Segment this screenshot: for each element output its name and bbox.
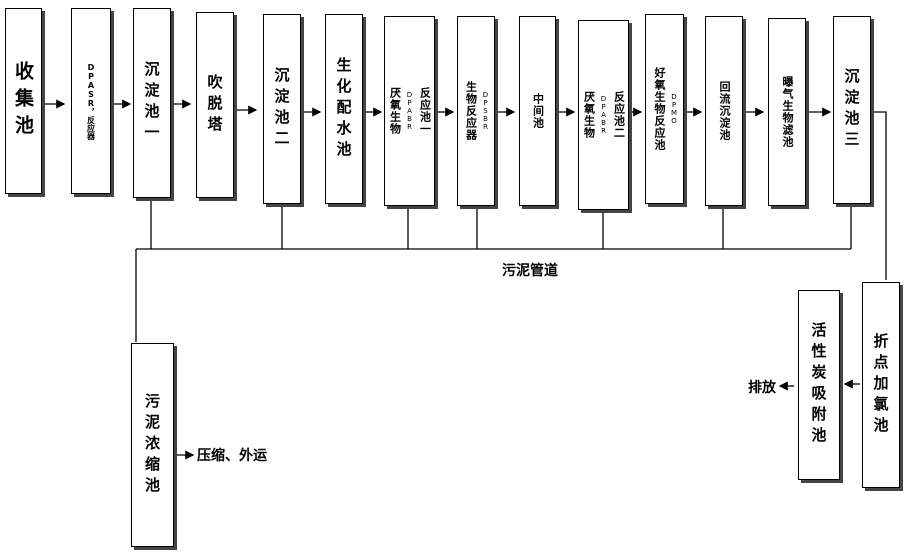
collection-tank: 收集池 bbox=[5, 8, 42, 194]
discharge-label: 排放 bbox=[748, 380, 776, 396]
sedimentation-tank-3: 沉淀池三 bbox=[833, 16, 871, 204]
dpsbr-code: DPSBR bbox=[481, 91, 490, 131]
stripping-tower: 吹脱塔 bbox=[196, 12, 234, 198]
aerobic-label: 好氧生物反应池 bbox=[653, 67, 666, 151]
line-sed3-breakpoint bbox=[873, 111, 887, 280]
anaerobic-reactor-1: 反应池一 DPABR 厌氧生物 bbox=[384, 16, 435, 206]
intermediate-tank: 中间池 bbox=[519, 16, 556, 206]
breakpoint-chlorination-tank: 折点加氯池 bbox=[862, 282, 900, 488]
sedimentation-tank-2: 沉淀池二 bbox=[263, 14, 301, 204]
anaerobic2-code: DPABR bbox=[599, 95, 608, 135]
sludge-pipe-label: 污泥管道 bbox=[502, 263, 558, 279]
sludge-thickening-tank: 污泥浓缩池 bbox=[131, 343, 174, 547]
dpasr-reactor: DPASR，反应器 bbox=[71, 8, 111, 194]
anaerobic1-line3: 厌氧生物 bbox=[388, 87, 402, 135]
anaerobic2-line1: 反应池二 bbox=[612, 91, 626, 139]
dpsbr-bioreactor: DPSBR 生物反应器 bbox=[457, 16, 495, 206]
return-sedimentation-tank: 回流沉淀池 bbox=[705, 16, 743, 206]
aerobic-reactor: DPMO 好氧生物反应池 bbox=[645, 14, 684, 204]
biochemical-mixing-tank: 生化配水池 bbox=[325, 14, 363, 204]
sedimentation-tank-1: 沉淀池一 bbox=[133, 8, 171, 198]
dpsbr-label: 生物反应器 bbox=[464, 81, 478, 141]
activated-carbon-tank: 活性炭吸附池 bbox=[798, 290, 840, 480]
anaerobic1-line1: 反应池一 bbox=[418, 87, 432, 135]
anaerobic-reactor-2: 反应池二 DPABR 厌氧生物 bbox=[578, 20, 629, 210]
aeration-biofilter: 曝气生物滤池 bbox=[768, 18, 806, 206]
anaerobic1-code: DPABR bbox=[405, 91, 414, 131]
anaerobic2-line3: 厌氧生物 bbox=[582, 91, 596, 139]
aerobic-code: DPMO bbox=[670, 93, 678, 125]
compress-label: 压缩、外运 bbox=[197, 448, 267, 464]
